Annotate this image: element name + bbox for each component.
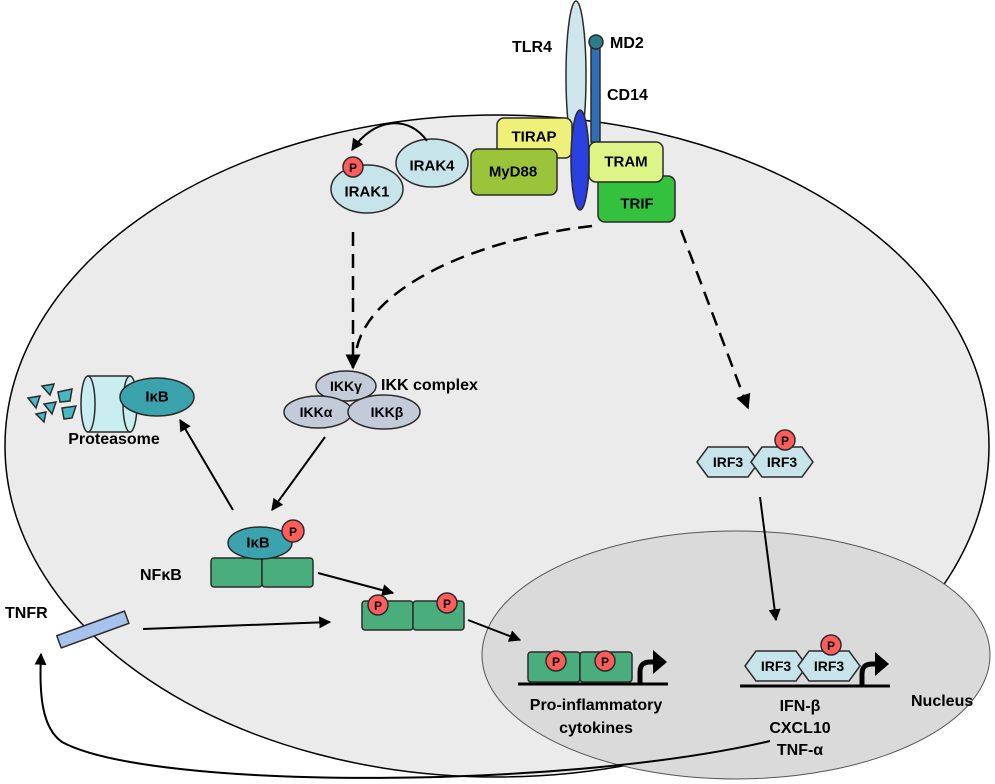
ikk-beta-ellipse [347, 394, 421, 430]
nfkb-ikb-ellipse [227, 526, 293, 560]
md2-circle [588, 34, 604, 50]
pnfkb-phospho-right-label: P [443, 597, 451, 611]
irak4-label: IRAK4 [409, 158, 455, 175]
trif-to-irf3-dashed-arrow [679, 229, 751, 410]
tnf-alpha-feedback-loop [34, 652, 771, 779]
tlr4-tir-domain [570, 109, 590, 211]
tlr4-label: TLR4 [512, 39, 552, 56]
ikk-complex-label: IKK complex [381, 377, 478, 394]
cxcl10-label: CXCL10 [769, 720, 830, 737]
trif-label: TRIF [620, 196, 653, 213]
myd88-label: MyD88 [489, 164, 537, 181]
nucleus-label: Nucleus [911, 693, 973, 710]
nuclear-irf3-phospho-label: P [827, 639, 835, 653]
ikb-phospho [281, 519, 305, 543]
tram-label: TRAM [604, 154, 647, 171]
ikk-gamma-label: IKKγ [330, 378, 362, 394]
irf3-left-label: IRF3 [713, 454, 744, 470]
nuclear-irf3-left-label: IRF3 [761, 658, 792, 674]
nuclear-irf3-phospho [820, 634, 842, 656]
pnfkb-phospho-left-label: P [374, 599, 382, 613]
nfkb-subunit-right [261, 557, 314, 588]
proteasome-label: Proteasome [68, 431, 160, 448]
pnfkb-phospho-left [367, 594, 389, 616]
trif-to-ikk-dashed-curve [354, 224, 593, 353]
peptide-fragment [57, 388, 73, 403]
cd14-bar [590, 45, 601, 143]
tnfr-label: TNFR [5, 605, 48, 622]
nfkb-transcription-start-arrow [637, 659, 654, 683]
nfkb-nuclear-import-arrow [467, 619, 522, 642]
ifn-beta-label: IFN-β [780, 698, 821, 715]
nuclear-nfkb-phospho-left-label: P [552, 655, 560, 669]
tirap-label: TIRAP [512, 129, 557, 146]
irak1-ellipse [330, 164, 404, 214]
irf3-transcription-arrowhead [875, 652, 889, 676]
nfkb-label: NFκB [140, 567, 182, 584]
peptide-fragment [61, 405, 78, 420]
ikb-phospho-label: P [289, 525, 297, 539]
irf3-phospho [774, 429, 796, 451]
irf3-right-label: IRF3 [767, 454, 798, 470]
ikk-gamma-ellipse [315, 370, 377, 402]
peptide-fragment [26, 395, 42, 410]
tnfr-to-nfkb-arrow [142, 616, 332, 630]
proinflammatory-label: Pro-inflammatory [530, 697, 663, 714]
peptide-fragment [42, 401, 58, 416]
proteasome-ikb-label: IκB [145, 389, 169, 406]
ikk-to-nfkb-arrow [271, 436, 326, 511]
md2-label: MD2 [610, 35, 644, 52]
nuclear-irf3-hexagon-right [797, 650, 861, 682]
peptide-fragment [40, 383, 56, 397]
irf3-nuclear-import-arrow [759, 496, 781, 622]
nuclear-nfkb-phospho-right-label: P [601, 655, 609, 669]
nfkb-transcription-arrowhead [653, 650, 667, 674]
proteasome-ikb-ellipse [119, 377, 195, 417]
nfkb-subunit-left [210, 557, 263, 588]
nuclear-nfkb-phospho-left [545, 650, 567, 672]
tnf-alpha-label: TNF-α [777, 742, 823, 759]
myd88-box [470, 148, 558, 196]
proteasome-fragments [26, 383, 78, 424]
nuclear-nfkb-phospho-right [594, 650, 616, 672]
irf3-phospho-label: P [781, 434, 789, 448]
nfkb-release-arrow [317, 572, 395, 597]
irak1-label: IRAK1 [344, 184, 389, 201]
nuclear-irf3-right-label: IRF3 [814, 658, 845, 674]
irf3-transcription-start-arrow [859, 661, 876, 685]
peptide-fragment [34, 411, 47, 424]
irf3-hexagon-right [750, 446, 814, 478]
tnfr-receptor [55, 610, 130, 649]
nucleus-envelope [481, 530, 991, 780]
ikk-alpha-label: IKKα [300, 404, 333, 420]
cytokines-label: cytokines [559, 720, 633, 737]
ikk-beta-label: IKKβ [371, 404, 404, 420]
irak1-phospho [342, 156, 364, 178]
irak1-phospho-label: P [349, 161, 357, 175]
nfkb-ikb-label: IκB [246, 535, 270, 552]
irak4-to-irak1-arrow [351, 122, 428, 151]
irak4-ellipse [395, 138, 469, 188]
proteasome-rim-left [80, 375, 96, 433]
pnfkb-phospho-right [436, 592, 458, 614]
nfkb-to-proteasome-arrow [179, 418, 234, 511]
cd14-label: CD14 [607, 87, 648, 104]
